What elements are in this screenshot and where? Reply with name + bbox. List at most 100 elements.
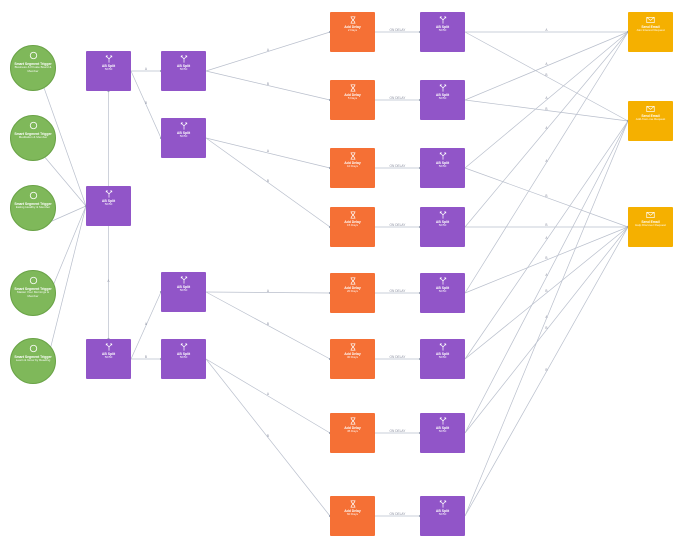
connection-line — [464, 226, 629, 294]
connection-label: ON DELAY — [389, 96, 406, 100]
circle-trigger-icon — [29, 121, 38, 130]
connection-label: ON DELAY — [389, 289, 406, 293]
connection-line — [464, 226, 629, 517]
connection-label: B — [545, 326, 548, 330]
node-subtitle: Eating Healthy & Member — [15, 205, 51, 210]
connection-line — [205, 70, 331, 101]
split-icon — [439, 343, 447, 351]
connection-line — [464, 31, 629, 294]
node-subtitle: 50/50 — [438, 289, 447, 294]
connection-line — [464, 120, 629, 434]
connection-line — [464, 31, 629, 122]
hourglass-icon — [349, 152, 357, 160]
connection-label: B — [266, 433, 270, 438]
connection-line — [464, 120, 629, 517]
node-subtitle: Learn & Grow by Reading — [15, 358, 51, 363]
node-title: AB Split — [101, 352, 116, 356]
node-subtitle: 60 Days — [346, 512, 358, 517]
node-subtitle: Master Your Mornings & Member — [16, 290, 49, 298]
node-title: Add Delay — [344, 220, 361, 224]
node-subtitle: 2 Days — [347, 28, 358, 33]
node-subtitle: Business & Private Board & Member — [14, 65, 52, 73]
connection-line — [205, 31, 331, 72]
node-title: AB Split — [435, 426, 450, 430]
circle-trigger-icon — [29, 191, 38, 200]
node-subtitle: 50/50 — [104, 355, 113, 360]
connection-label: A — [266, 149, 270, 153]
node-subtitle: 50/50 — [179, 67, 188, 72]
connection-label: A — [545, 236, 548, 240]
connection-line — [42, 84, 87, 207]
connection-label: B — [545, 289, 548, 293]
connection-line — [205, 291, 331, 294]
node-title: Send Email — [641, 114, 660, 118]
connection-label: ON DELAY — [389, 164, 406, 168]
connection-label: A — [545, 28, 548, 32]
node-title: AB Split — [435, 220, 450, 224]
node-title: Add Delay — [344, 93, 361, 97]
connection-label: A — [545, 96, 548, 100]
split-icon — [105, 343, 113, 351]
circle-trigger-icon — [29, 276, 38, 285]
connection-label: B — [545, 367, 548, 372]
split-icon — [439, 16, 447, 24]
split-icon — [180, 122, 188, 130]
node-subtitle: 45 Days — [346, 429, 358, 434]
hourglass-icon — [349, 417, 357, 425]
connection-label: B — [545, 256, 548, 260]
connection-label: A — [144, 321, 148, 326]
node-subtitle: 20 Days — [346, 289, 358, 294]
hourglass-icon — [349, 277, 357, 285]
connection-label: B — [266, 321, 270, 326]
connection-label: ON DELAY — [389, 28, 406, 32]
connection-line — [205, 358, 331, 434]
node-subtitle: Help Discover Request — [635, 223, 666, 228]
connection-line — [205, 137, 331, 169]
node-title: Send Email — [641, 25, 660, 29]
node-title: Smart Segment Trigger — [14, 62, 52, 66]
node-title: Add Delay — [344, 352, 361, 356]
split-icon — [439, 152, 447, 160]
node-title: Smart Segment Trigger — [14, 287, 52, 291]
node-subtitle: 50/50 — [438, 28, 447, 33]
connection-line — [464, 167, 629, 228]
node-subtitle: 50/50 — [438, 512, 447, 517]
connection-line — [130, 291, 162, 360]
connection-label: B — [545, 223, 548, 227]
split-icon — [180, 343, 188, 351]
hourglass-icon — [349, 16, 357, 24]
connection-label: A — [266, 288, 270, 293]
